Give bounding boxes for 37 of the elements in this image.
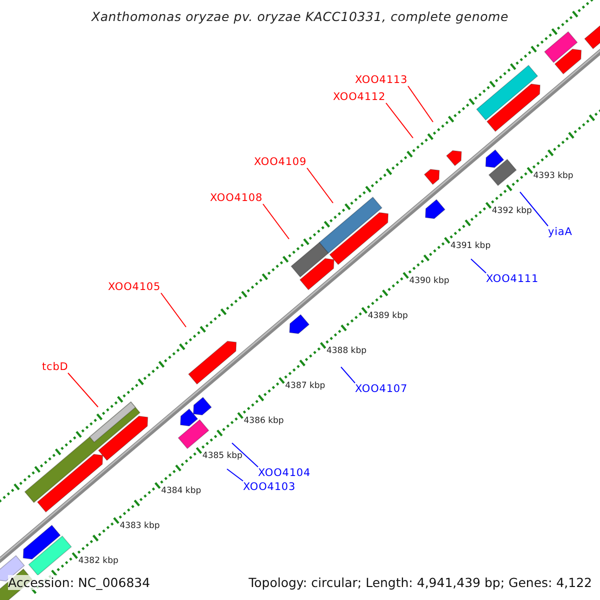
leader-line [160, 292, 186, 328]
gene-label: tcbD [42, 361, 68, 373]
scale-label: 4390 kbp [409, 276, 450, 286]
diagram-title: Xanthomonas oryzae pv. oryzae KACC10331, complete genome [90, 9, 510, 24]
scale-label: 4386 kbp [244, 416, 284, 426]
scale-label: 4384 kbp [161, 486, 202, 496]
leader-line [262, 204, 290, 240]
scale-label: 4383 kbp [120, 521, 160, 532]
gene-label: XOO4111 [486, 273, 539, 285]
genome-info-text: Accession: NC_006834 [8, 575, 150, 590]
leader-line [232, 442, 258, 468]
leader-line [386, 102, 414, 138]
gene-label: XOO4104 [258, 467, 311, 479]
gene-label: XOO4112 [333, 91, 386, 103]
gene-label: XOO4107 [355, 383, 408, 395]
gene-label: yiaA [548, 226, 572, 238]
leader-line [470, 258, 486, 274]
gene-label: XOO4113 [355, 74, 408, 86]
leader-line [68, 372, 98, 408]
scale-label: 4392 kbp [492, 206, 532, 216]
leader-line [408, 86, 434, 122]
gene-label: XOO4105 [108, 281, 161, 293]
leader-line [306, 168, 334, 204]
gene-label: XOO4109 [254, 156, 307, 168]
leader-line [520, 192, 548, 226]
leader-line [340, 366, 356, 384]
leader-line [226, 468, 244, 482]
gene-label: XOO4103 [243, 481, 296, 493]
gene-label: XOO4108 [210, 192, 263, 204]
genome-info-text: Topology: circular; Length: 4,941,439 bp; Genes: 4,122 [248, 575, 592, 590]
scale-label: 4382 kbp [78, 556, 118, 566]
scale-label: 4385 kbp [202, 451, 242, 462]
scale-label: 4393 kbp [533, 171, 574, 181]
scale-label: 4388 kbp [326, 346, 367, 356]
scale-label: 4391 kbp [450, 241, 491, 252]
scale-label: 4387 kbp [285, 381, 326, 392]
scale-label: 4389 kbp [368, 311, 408, 322]
